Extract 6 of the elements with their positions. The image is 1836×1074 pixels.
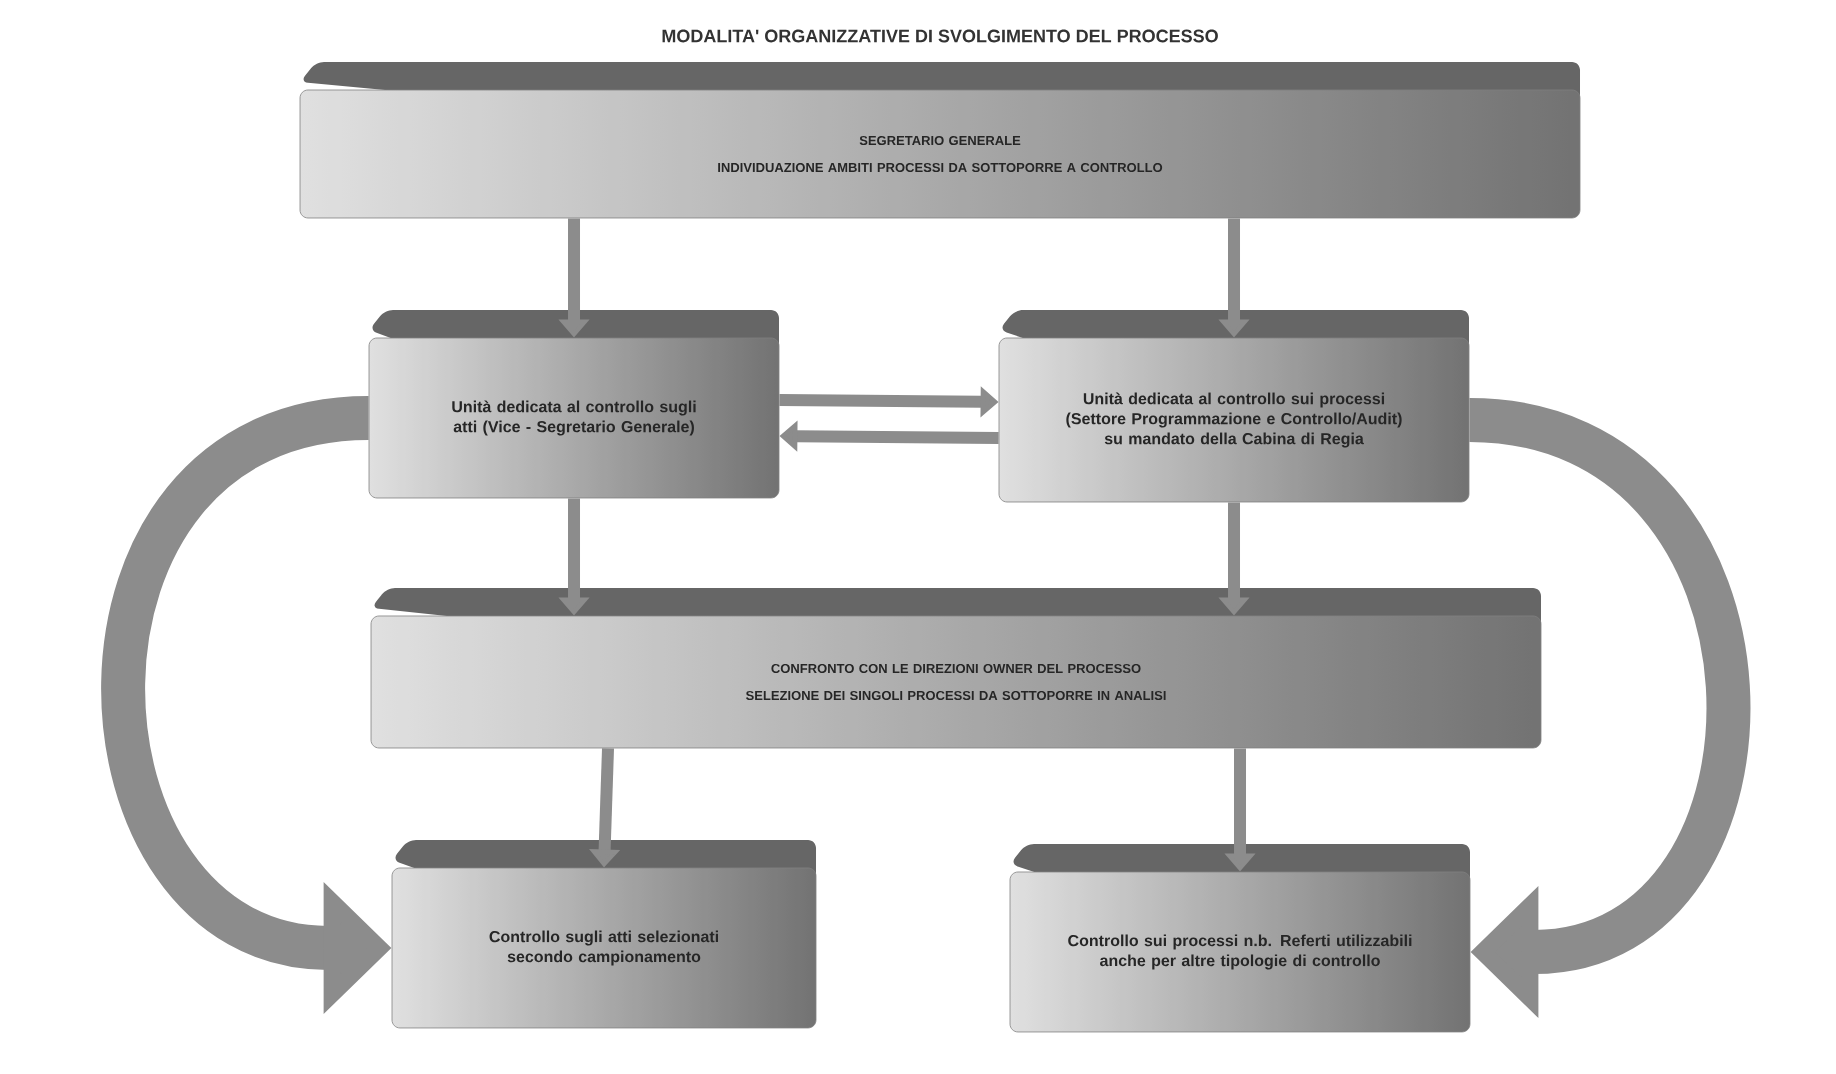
process-box: Controllo sui processi n.b. Referti utilizzabili anche per altre tipologie di controllo <box>1009 844 1471 1033</box>
arrow <box>1466 398 1750 1019</box>
process-box: Unità dedicata al controllo sui processi (Settore Programmazione e Controllo/Audit) su mandato della Cabina di Regia <box>998 310 1470 503</box>
process-box: Unità dedicata al controllo sugli atti (Vice - Segretario Generale) <box>368 310 780 499</box>
title: MODALITA' ORGANIZZATIVE DI SVOLGIMENTO DEL PROCESSO <box>662 29 1218 43</box>
process-box: Controllo sugli atti selezionati secondo campionamento <box>391 840 817 1029</box>
